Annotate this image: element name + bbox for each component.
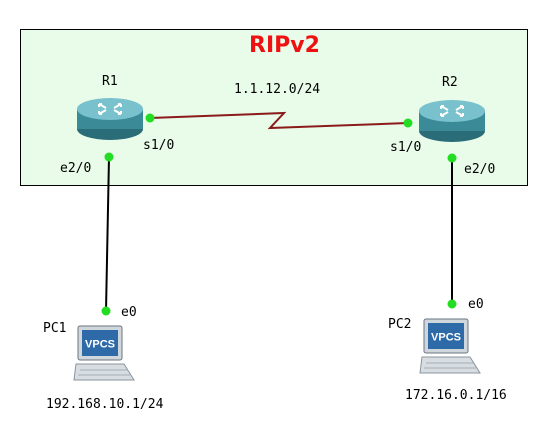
ethernet-link-r1-pc1[interactable] xyxy=(105,156,110,312)
r1-serial-port-label: s1/0 xyxy=(143,138,175,153)
pc2-port-label: e0 xyxy=(468,297,484,312)
pc1-name-label: PC1 xyxy=(43,321,67,336)
r1-e2-0-port-dot[interactable] xyxy=(104,152,114,162)
pc1-e0-port-dot[interactable] xyxy=(101,306,111,316)
router-icon[interactable] xyxy=(417,99,487,144)
pc2-address-label: 172.16.0.1/16 xyxy=(405,388,507,403)
pc1-port-label: e0 xyxy=(121,305,137,320)
serial-network-label: 1.1.12.0/24 xyxy=(234,82,321,97)
r1-name-label: R1 xyxy=(102,74,118,89)
r1-s1-0-port-dot[interactable] xyxy=(145,113,155,123)
vpcs-pc-icon[interactable]: VPCS xyxy=(418,317,482,375)
r2-ethernet-port-label: e2/0 xyxy=(464,162,496,177)
r1-ethernet-port-label: e2/0 xyxy=(60,161,92,176)
pc1-badge-text: VPCS xyxy=(85,339,115,351)
r2-name-label: R2 xyxy=(442,75,458,90)
r2-e2-0-port-dot[interactable] xyxy=(447,153,457,163)
r2-serial-port-label: s1/0 xyxy=(390,140,422,155)
pc2-e0-port-dot[interactable] xyxy=(447,299,457,309)
serial-link-r1-r2[interactable] xyxy=(149,111,409,130)
router-icon[interactable] xyxy=(75,97,145,142)
r2-s1-0-port-dot[interactable] xyxy=(403,118,413,128)
diagram-title: RIPv2 xyxy=(249,33,320,58)
pc2-name-label: PC2 xyxy=(388,317,412,332)
pc2-badge-text: VPCS xyxy=(431,332,461,344)
vpcs-pc-icon[interactable]: VPCS xyxy=(72,324,136,382)
pc1-address-label: 192.168.10.1/24 xyxy=(46,397,164,412)
